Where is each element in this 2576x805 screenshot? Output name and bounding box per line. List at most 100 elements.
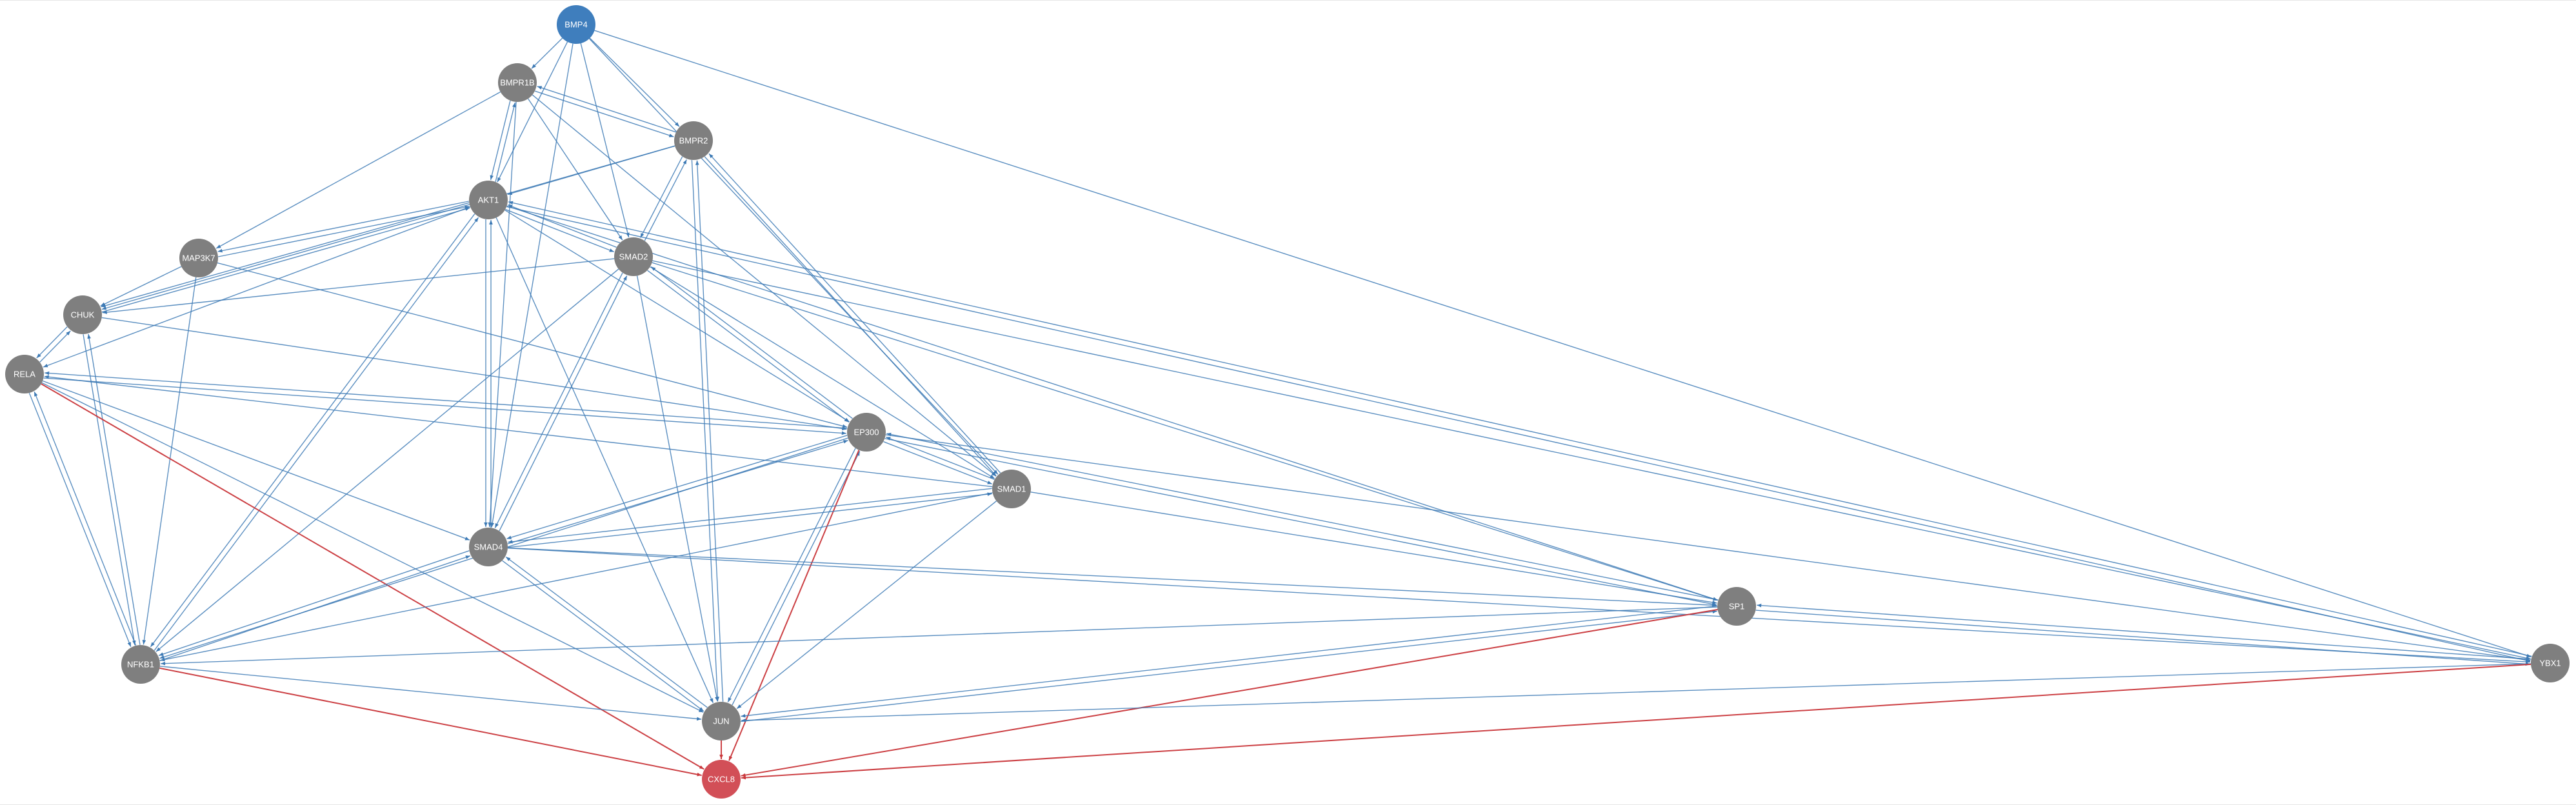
edge-bmp4-to-akt1 xyxy=(497,41,568,183)
node-circle[interactable] xyxy=(469,528,508,566)
edge-smad2-to-smad1 xyxy=(650,266,995,479)
node-smad4[interactable]: SMAD4 xyxy=(469,528,508,566)
node-circle[interactable] xyxy=(1717,587,1756,626)
edge-smad1-to-nfkb1 xyxy=(160,492,993,662)
edge-smad2-to-ep300 xyxy=(647,270,850,423)
node-circle[interactable] xyxy=(702,760,741,799)
edge-nfkb1-to-chuk xyxy=(87,333,141,645)
edge-map3k7-to-akt1 xyxy=(218,205,470,257)
node-label: RELA xyxy=(14,370,35,379)
node-circle[interactable] xyxy=(557,5,595,44)
node-rela[interactable]: RELA xyxy=(5,355,44,393)
edge-smad1-to-bmpr2 xyxy=(708,153,1001,473)
node-circle[interactable] xyxy=(469,181,508,219)
node-circle[interactable] xyxy=(674,121,713,160)
node-circle[interactable] xyxy=(63,295,102,334)
edge-bmpr2-to-smad2 xyxy=(640,156,683,238)
node-akt1[interactable]: AKT1 xyxy=(469,181,508,219)
node-map3k7[interactable]: MAP3K7 xyxy=(179,239,218,277)
edge-bmp4-to-smad4 xyxy=(490,43,574,528)
node-chuk[interactable]: CHUK xyxy=(63,295,102,334)
edge-ybx1-to-jun xyxy=(741,663,2531,722)
node-label: MAP3K7 xyxy=(182,253,215,263)
edge-smad4-to-ybx1 xyxy=(507,548,2531,664)
edge-smad2-to-sp1 xyxy=(652,262,1718,601)
edge-ep300-to-smad4 xyxy=(506,435,848,539)
edge-map3k7-to-nfkb1 xyxy=(142,277,197,645)
node-circle[interactable] xyxy=(179,239,218,277)
node-smad2[interactable]: SMAD2 xyxy=(614,237,653,276)
edge-smad4-to-smad1 xyxy=(508,492,992,548)
edge-chuk-to-ep300 xyxy=(101,317,847,431)
edge-bmpr1b-to-map3k7 xyxy=(215,91,501,249)
node-label: YBX1 xyxy=(2539,659,2561,668)
node-smad1[interactable]: SMAD1 xyxy=(992,470,1031,508)
edge-sp1-to-cxcl8 xyxy=(741,609,1718,777)
edge-bmpr2-to-chuk xyxy=(101,145,675,310)
edge-akt1-to-jun xyxy=(495,217,714,703)
node-label: NFKB1 xyxy=(127,660,154,670)
edge-smad2-to-smad4 xyxy=(494,272,623,528)
edge-smad1-to-jun xyxy=(736,501,997,710)
node-ybx1[interactable]: YBX1 xyxy=(2531,644,2570,682)
edge-bmpr2-to-smad1 xyxy=(704,156,997,477)
edge-bmp4-to-bmpr2 xyxy=(589,37,680,127)
node-nfkb1[interactable]: NFKB1 xyxy=(121,645,160,684)
node-bmpr1b[interactable]: BMPR1B xyxy=(498,63,537,102)
node-circle[interactable] xyxy=(2531,644,2570,682)
edge-jun-to-sp1 xyxy=(741,610,1717,722)
edge-map3k7-to-chuk xyxy=(100,266,182,307)
edge-bmp4-to-smad1 xyxy=(588,38,999,475)
edge-akt1-to-ep300 xyxy=(504,210,850,422)
node-circle[interactable] xyxy=(614,237,653,276)
edge-smad2-to-bmpr2 xyxy=(644,159,687,241)
node-label: SP1 xyxy=(1729,602,1745,611)
edge-bmpr2-to-bmpr1b xyxy=(537,86,677,133)
edge-ep300-to-smad1 xyxy=(883,441,992,485)
edge-ybx1-to-akt1 xyxy=(508,201,2532,657)
node-label: JUN xyxy=(713,717,729,726)
edge-smad2-to-chuk xyxy=(102,258,615,314)
node-ep300[interactable]: EP300 xyxy=(847,413,886,452)
node-label: EP300 xyxy=(854,428,879,437)
edge-bmpr1b-to-akt1 xyxy=(490,101,511,181)
edge-smad2-to-ybx1 xyxy=(652,260,2531,660)
node-bmpr2[interactable]: BMPR2 xyxy=(674,121,713,160)
edge-smad1-to-rela xyxy=(44,375,993,488)
edge-bmpr2-to-jun xyxy=(691,160,719,702)
edge-ep300-to-smad2 xyxy=(650,266,853,419)
edge-map3k7-to-ep300 xyxy=(217,262,848,428)
node-bmp4[interactable]: BMP4 xyxy=(557,5,595,44)
node-circle[interactable] xyxy=(992,470,1031,508)
node-circle[interactable] xyxy=(5,355,44,393)
edge-smad4-to-nfkb1 xyxy=(158,550,470,656)
node-label: BMPR2 xyxy=(679,136,708,146)
edge-smad2-to-nfkb1 xyxy=(155,268,619,652)
edge-sp1-to-nfkb1 xyxy=(160,606,1718,666)
edge-akt1-to-smad2 xyxy=(505,209,614,253)
edge-ep300-to-rela xyxy=(45,371,848,429)
edge-akt1-to-map3k7 xyxy=(217,201,469,253)
node-cxcl8[interactable]: CXCL8 xyxy=(702,760,741,799)
node-sp1[interactable]: SP1 xyxy=(1717,587,1756,626)
node-circle[interactable] xyxy=(498,63,537,102)
node-circle[interactable] xyxy=(121,645,160,684)
edge-bmp4-to-bmpr1b xyxy=(531,37,563,69)
node-circle[interactable] xyxy=(702,702,741,740)
edge-chuk-to-nfkb1 xyxy=(83,334,136,646)
node-jun[interactable]: JUN xyxy=(702,702,741,740)
edge-nfkb1-to-akt1 xyxy=(154,217,479,651)
edge-smad1-to-sp1 xyxy=(1030,492,1717,604)
edge-nfkb1-to-smad4 xyxy=(159,555,471,661)
node-label: CXCL8 xyxy=(708,775,735,784)
edge-akt1-to-rela xyxy=(43,206,471,368)
edge-rela-to-nfkb1 xyxy=(28,393,132,647)
edge-bmpr1b-to-smad4 xyxy=(488,101,517,528)
edge-rela-to-jun xyxy=(41,382,704,713)
edge-smad2-to-jun xyxy=(636,275,719,702)
node-circle[interactable] xyxy=(847,413,886,452)
edge-sp1-to-ep300 xyxy=(886,432,1719,601)
edge-nfkb1-to-jun xyxy=(159,666,702,721)
edge-jun-to-ep300 xyxy=(732,451,861,706)
